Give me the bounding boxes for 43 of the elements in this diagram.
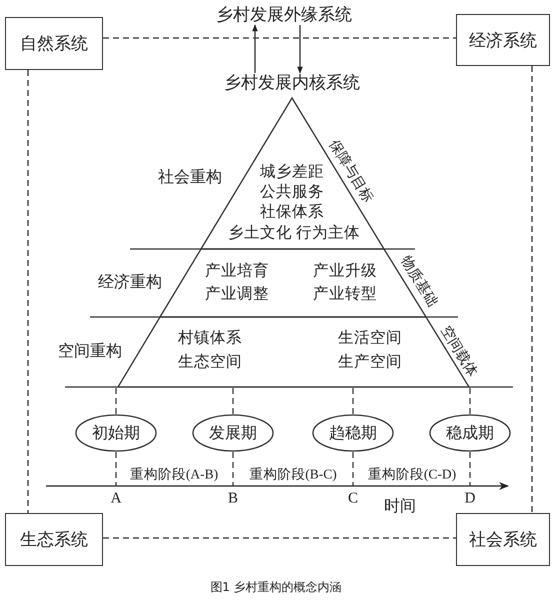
connector-line (531, 66, 533, 513)
tier-item: 乡土文化 (228, 225, 292, 241)
axis-title: 时间 (384, 499, 416, 515)
tier-item: 产业转型 (313, 286, 377, 302)
system-box: 自然系统 (5, 17, 103, 70)
tier-item: 公共服务 (260, 184, 324, 200)
tier-item: 社保体系 (260, 204, 324, 220)
side-label: 空间载体 (437, 324, 479, 380)
system-box: 社会系统 (456, 513, 550, 566)
system-box: 经济系统 (456, 14, 550, 66)
arrow (297, 25, 303, 74)
tier-item: 生活空间 (338, 330, 402, 346)
stage-label: 重构阶段(A-B) (130, 467, 218, 481)
stage-label: 重构阶段(B-C) (249, 467, 337, 481)
connector-line (103, 37, 456, 39)
tier-item: 产业升级 (313, 263, 377, 279)
tier-item: 城乡差距 (260, 164, 324, 180)
system-label: 乡村发展内核系统 (210, 73, 374, 93)
stage-label: 重构阶段(C-D) (368, 467, 456, 481)
tier-item: 生态空间 (178, 354, 242, 370)
stage-label: 趋稳期 (329, 424, 377, 444)
stage-label: 发展期 (209, 424, 257, 444)
connector-line (103, 537, 456, 539)
stage-label: 稳成期 (446, 424, 494, 444)
stage-label: 初始期 (92, 424, 140, 444)
point-label: B (228, 492, 238, 506)
side-label: 物质基础 (397, 254, 439, 310)
point-label: D (464, 492, 476, 506)
system-box: 生态系统 (5, 513, 103, 566)
layer-label: 空间重构 (58, 344, 122, 360)
tier-item: 生产空间 (338, 354, 402, 370)
arrow (252, 24, 258, 73)
layer-label: 社会重构 (158, 170, 222, 186)
connector-line (27, 70, 29, 513)
tier-item: 产业培育 (205, 263, 269, 279)
point-label: C (348, 492, 358, 506)
tier-item: 行为主体 (296, 225, 360, 241)
layer-label: 经济重构 (98, 275, 162, 291)
tier-item: 产业调整 (205, 286, 269, 302)
point-label: A (110, 492, 122, 506)
side-label: 保障与目标 (326, 138, 374, 206)
figure-caption: 图1 乡村重构的概念内涵 (210, 581, 342, 593)
tier-item: 村镇体系 (178, 330, 242, 346)
